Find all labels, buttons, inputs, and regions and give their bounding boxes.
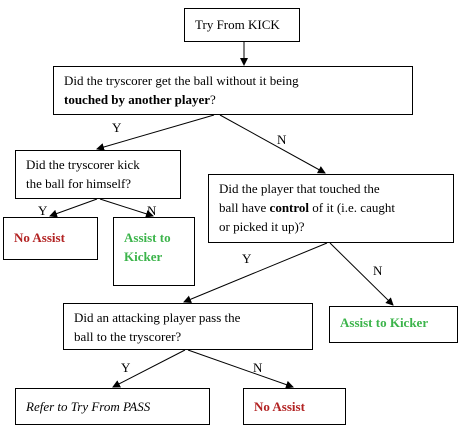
refer-to-pass-node: Refer to Try From PASS [15,388,210,425]
no-assist-node-1: No Assist [3,217,98,260]
edge-q4-no [187,349,294,389]
edge-label-q3-no: N [373,263,383,278]
question-untouched-end: ? [210,92,216,107]
edge-label-q4-yes: Y [121,360,131,375]
no-assist-label-1: No Assist [14,230,65,245]
edge-label-q2-no: N [147,203,157,218]
no-assist-label-2: No Assist [254,399,305,414]
edge-label-q3-yes: Y [242,251,252,266]
question-control-bold: control [269,200,310,215]
assist-to-kicker-line1: Assist to [124,230,171,245]
question-control-node: Did the player that touched the ball hav… [208,174,454,243]
question-untouched-node: Did the tryscorer get the ball without i… [53,66,413,115]
question-pass-node: Did an attacking player pass the ball to… [63,303,313,350]
edge-q2-no [99,198,154,218]
edge-q1-no [219,114,326,174]
edge-q4-yes [112,349,186,388]
assist-to-kicker-node-2: Assist to Kicker [329,306,458,343]
assist-to-kicker-label-2: Assist to Kicker [340,315,429,330]
edge-label-q4-no: N [253,360,263,375]
question-control-line3: or picked it up)? [219,219,305,234]
question-self-kick-line2: the ball for himself? [26,176,132,191]
edge-label-q1-no: N [277,132,287,147]
edge-q2-yes [49,198,98,218]
edge-q1-yes [96,114,215,151]
refer-to-pass-label: Refer to Try From PASS [26,399,151,414]
edge-q3-yes [183,242,328,304]
question-untouched-line1: Did the tryscorer get the ball without i… [64,73,299,88]
question-self-kick-node: Did the tryscorer kick the ball for hims… [15,150,181,199]
edge-label-q1-yes: Y [112,120,122,135]
assist-to-kicker-line2: Kicker [124,249,163,264]
start-label: Try From KICK [195,17,280,32]
question-control-line2-start: ball have [219,200,270,215]
question-self-kick-line1: Did the tryscorer kick [26,157,140,172]
edge-q3-no [329,242,394,306]
no-assist-node-2: No Assist [243,388,346,425]
assist-to-kicker-node-1: Assist to Kicker [113,217,195,286]
question-pass-line2: ball to the tryscorer? [74,329,182,344]
question-control-line2-end: of it (i.e. caught [309,200,395,215]
question-control-line1: Did the player that touched the [219,181,380,196]
edge-label-q2-yes: Y [38,203,48,218]
question-pass-line1: Did an attacking player pass the [74,310,241,325]
start-node: Try From KICK [184,8,300,42]
question-untouched-bold: touched by another player [64,92,211,107]
